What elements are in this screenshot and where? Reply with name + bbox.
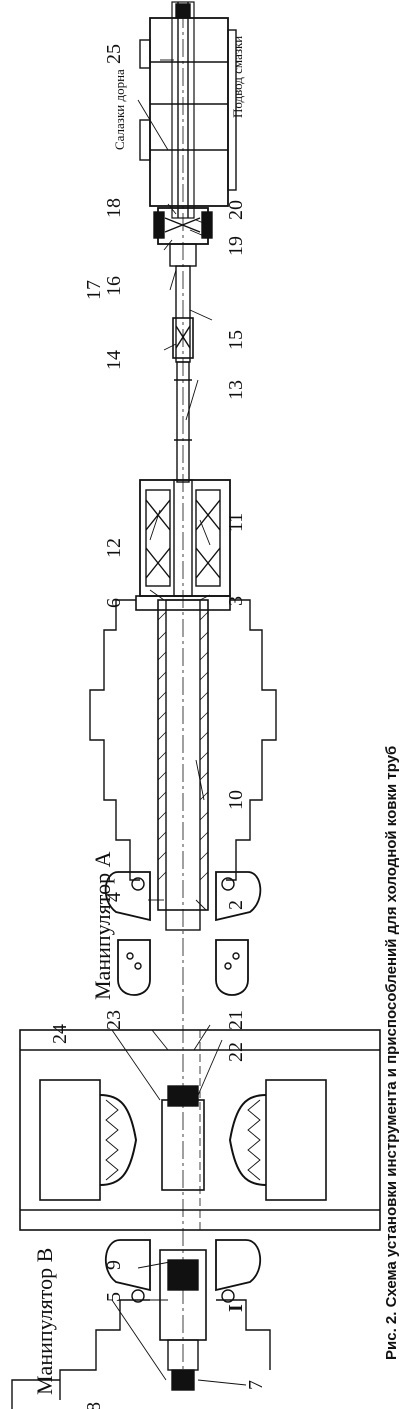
label-number: 20 bbox=[225, 200, 247, 220]
manipulator-b bbox=[11, 1239, 271, 1409]
mandrel-rod bbox=[172, 265, 194, 483]
label-number: 3 bbox=[225, 596, 247, 606]
label-number: 11 bbox=[225, 513, 247, 532]
figure-caption: Рис. 2. Схема установки инструмента и пр… bbox=[383, 746, 400, 1360]
label-manipulator-b: Манипулятор В bbox=[32, 1248, 57, 1395]
label-number: 19 bbox=[225, 236, 247, 256]
label-number: 13 bbox=[225, 380, 247, 400]
label-number: 5 bbox=[103, 1292, 125, 1302]
label-number: 9 bbox=[103, 1260, 125, 1270]
leader-lines bbox=[111, 59, 247, 1386]
mandrel-slide bbox=[139, 1, 237, 219]
label-number: 22 bbox=[225, 1042, 247, 1062]
label-number: 7 bbox=[245, 1380, 267, 1390]
label-number: 18 bbox=[103, 198, 125, 218]
label-number: 17 bbox=[83, 280, 105, 300]
forging-dies bbox=[19, 1029, 381, 1231]
label-manipulator-a: Манипулятор А bbox=[90, 851, 115, 1000]
label-number: 23 bbox=[103, 1010, 125, 1030]
label-number: 10 bbox=[225, 790, 247, 810]
text-labels: Манипулятор А Манипулятор В Салазки дорн… bbox=[32, 36, 267, 1409]
manipulator-a-body bbox=[89, 595, 277, 931]
drawing-lines bbox=[11, 1, 381, 1409]
label-number: 12 bbox=[103, 538, 125, 558]
manipulator-a-jaws bbox=[104, 871, 262, 996]
label-mandrel-slide: Салазки дорна bbox=[112, 69, 127, 150]
thrust-bearing-housing bbox=[139, 479, 231, 597]
label-lubrication-supply: Подвод смазки bbox=[230, 36, 245, 118]
label-number: 16 bbox=[103, 276, 125, 296]
label-number: 2 bbox=[225, 900, 247, 910]
label-roman-one: I bbox=[225, 1304, 247, 1312]
label-number: 24 bbox=[49, 1024, 71, 1044]
label-number: 14 bbox=[103, 350, 125, 370]
label-number: 21 bbox=[225, 1010, 247, 1030]
label-number: 15 bbox=[225, 330, 247, 350]
label-number: 8 bbox=[83, 1402, 105, 1409]
label-number: 4 bbox=[103, 892, 125, 902]
label-number: 6 bbox=[103, 598, 125, 608]
label-number: 25 bbox=[103, 44, 125, 64]
